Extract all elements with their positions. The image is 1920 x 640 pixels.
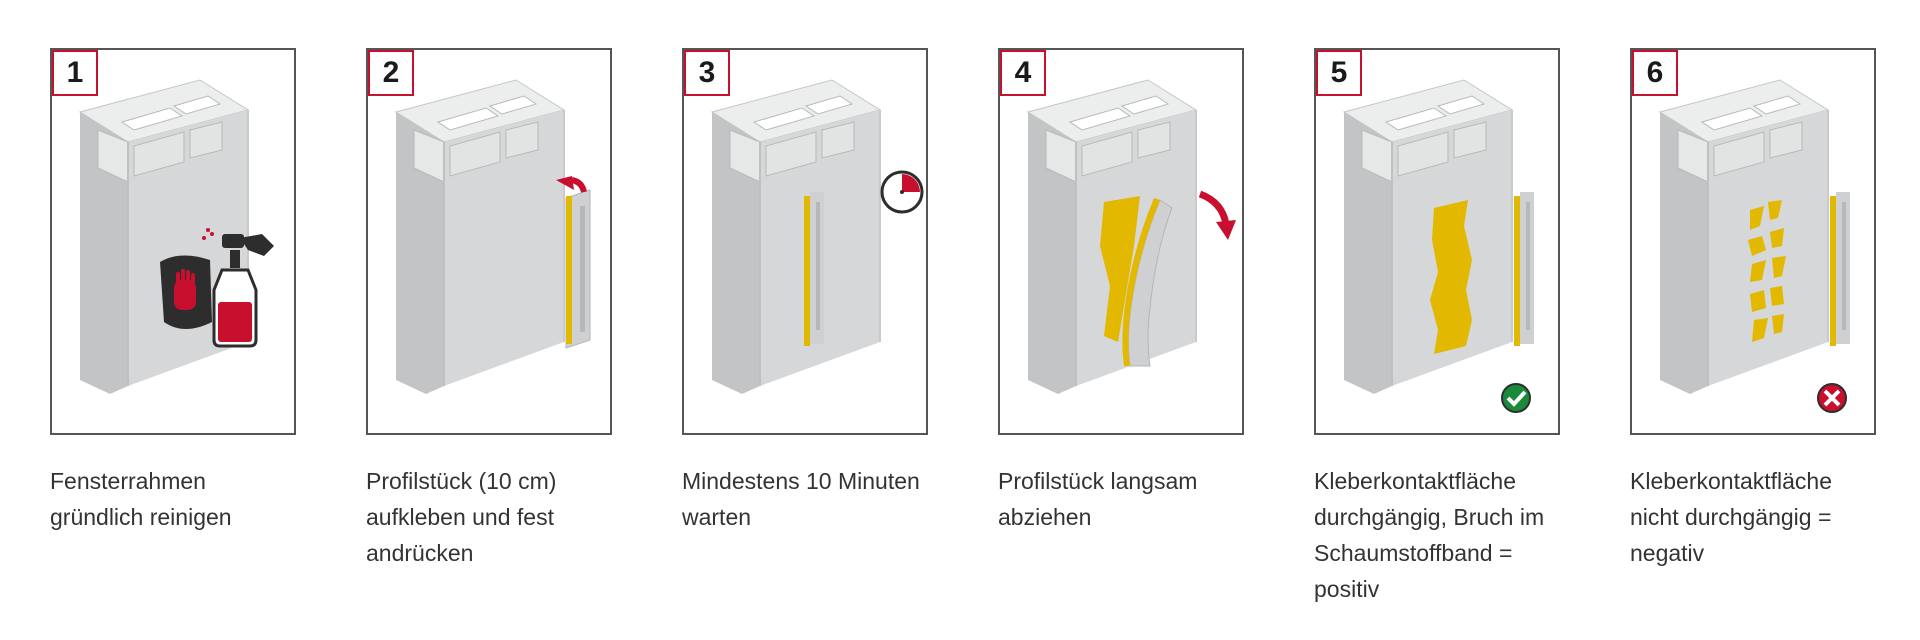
step-caption: Kleberkontaktfläche nicht durchgängig = …	[1630, 468, 1833, 566]
step-number: 1	[52, 50, 98, 96]
peel-arrow-icon	[1198, 190, 1236, 240]
window-frame-profile	[1343, 79, 1534, 413]
detached-profile-piece-icon	[1514, 192, 1534, 346]
step-2-illustration: 2	[366, 48, 612, 435]
step-caption: Profilstück (10 cm) aufkleben und fest a…	[366, 468, 557, 566]
attached-profile-piece-icon	[804, 192, 824, 346]
profile-piece-icon	[565, 189, 591, 349]
window-frame-profile	[1659, 79, 1850, 413]
step-3: 3 Mindestens 10 Minuten warten	[682, 48, 928, 535]
window-frame-profile	[1027, 79, 1236, 395]
window-frame-profile	[79, 79, 274, 395]
spray-bottle-icon	[202, 228, 274, 348]
continuous-adhesive-area	[1430, 200, 1472, 354]
adhesive-residue	[1100, 196, 1140, 342]
step-5: 5 Kleberkontaktfläche durchgängig, Bruch…	[1314, 48, 1560, 607]
step-caption: Profilstück langsam abziehen	[998, 468, 1198, 530]
check-mark-icon	[1501, 383, 1531, 413]
cleaning-cloth-icon	[160, 255, 212, 329]
step-number: 5	[1316, 50, 1362, 96]
step-6: 6	[1630, 48, 1876, 571]
step-4-illustration: 4	[998, 48, 1244, 435]
step-number: 6	[1632, 50, 1678, 96]
step-number: 4	[1000, 50, 1046, 96]
step-1-illustration: 1	[50, 48, 296, 435]
step-5-illustration: 5	[1314, 48, 1560, 435]
cross-mark-icon	[1817, 383, 1847, 413]
step-4: 4 Profilstück langsam abziehen	[998, 48, 1244, 535]
peeling-profile-piece-icon	[1122, 198, 1173, 367]
step-caption: Mindestens 10 Minuten warten	[682, 468, 920, 530]
patchy-adhesive-area	[1748, 200, 1786, 342]
window-frame-profile	[395, 79, 591, 395]
detached-profile-piece-icon	[1830, 192, 1850, 346]
step-caption: Kleberkontaktfläche durchgängig, Bruch i…	[1314, 468, 1545, 602]
step-number: 2	[368, 50, 414, 96]
step-6-illustration: 6	[1630, 48, 1876, 435]
step-1: 1 Fensterrahmen gründlic	[50, 48, 296, 535]
window-frame-profile	[711, 79, 924, 395]
apply-arrow-icon	[556, 176, 587, 193]
timer-clock-icon	[880, 170, 924, 214]
step-3-illustration: 3	[682, 48, 928, 435]
step-number: 3	[684, 50, 730, 96]
step-caption: Fensterrahmen gründlich reinigen	[50, 468, 232, 530]
step-2: 2 Profilstück (10 cm) aufkleben und fest…	[366, 48, 612, 571]
